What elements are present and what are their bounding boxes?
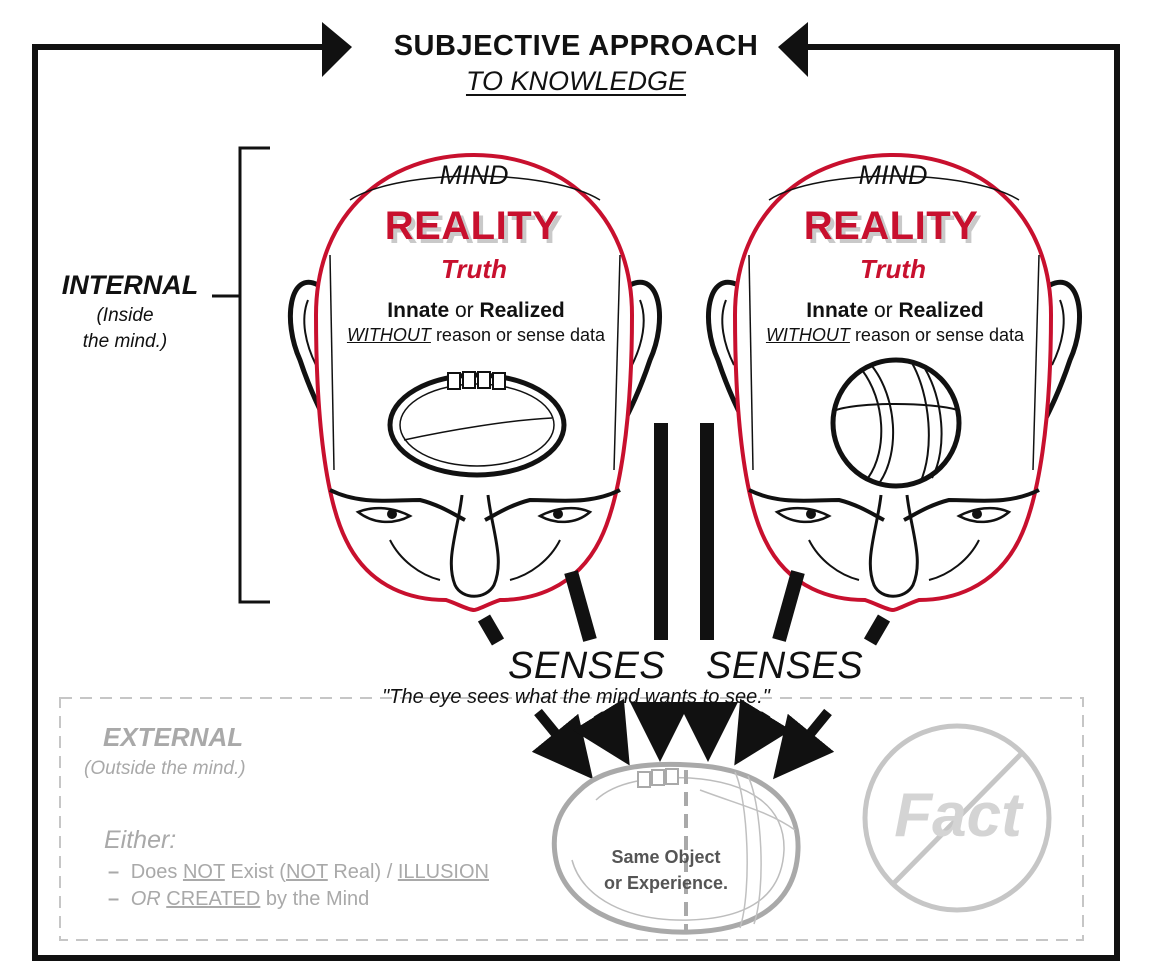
same-object-label: Same Object or Experience. [591, 844, 741, 896]
option-text: Exist ( [230, 861, 286, 883]
eye-right [537, 506, 593, 524]
eye-left [774, 506, 832, 524]
nose [449, 494, 500, 598]
basketball-icon [830, 357, 962, 489]
cheek-right [928, 539, 980, 581]
ear-right-inner [631, 299, 645, 366]
internal-sub-line1: (Inside [96, 305, 154, 326]
internal-sublabel: (Inside the mind.) [40, 303, 210, 355]
internal-bracket [238, 146, 270, 604]
mind-label-left: MIND [439, 160, 509, 190]
fact-label: Fact [894, 781, 1022, 850]
senses-quote: "The eye sees what the mind wants to see… [382, 686, 770, 708]
option-not: NOT [182, 861, 225, 883]
outer-frame [32, 44, 1120, 961]
reality-label-right: REALITY [803, 204, 979, 248]
without-line-right: WITHOUT reason or sense data [745, 325, 1045, 346]
either-label: Either: [104, 826, 177, 854]
sense-stroke-1 [477, 614, 505, 646]
truth-label-right: Truth [860, 254, 926, 284]
option-not: NOT [285, 861, 328, 883]
innate-word: Innate [387, 299, 450, 322]
ear-left-inner [721, 299, 735, 366]
external-label: EXTERNAL [103, 722, 244, 752]
side-line-left [329, 254, 335, 471]
brow-left [748, 488, 885, 522]
brow-right [903, 488, 1040, 522]
prohibition-icon [862, 723, 1052, 913]
or-word: or [454, 299, 474, 322]
innate-line-left: Innate or Realized [326, 299, 626, 323]
option-created-word: CREATED [166, 888, 261, 910]
or-word: or [873, 299, 893, 322]
scalp-line [349, 175, 601, 201]
innate-word: Innate [806, 299, 869, 322]
without-rest: reason or sense data [854, 325, 1025, 345]
nose [868, 494, 919, 598]
side-line-right [613, 254, 621, 471]
option-illusion: – Does NOT Exist (NOT Real) / ILLUSION [108, 861, 489, 884]
page-subtitle: TO KNOWLEDGE [465, 66, 687, 96]
reality-label-left: REALITY [384, 204, 560, 248]
football-icon [387, 371, 567, 478]
eye-right [956, 506, 1012, 524]
option-illusion-word: ILLUSION [397, 861, 489, 883]
truth-label-left: Truth [441, 254, 507, 284]
pupil-right [972, 509, 982, 519]
sense-arrow-5 [734, 698, 792, 766]
title-arrow-right-icon [778, 22, 808, 77]
external-box [59, 697, 1084, 941]
realized-word: Realized [898, 299, 984, 322]
mind-label-right: MIND [858, 160, 928, 190]
page-title: SUBJECTIVE APPROACH [393, 30, 759, 62]
head-right [706, 152, 1082, 613]
same-object-line1: Same Object [611, 847, 721, 867]
pupil-right [553, 509, 563, 519]
same-object-icon [551, 761, 801, 935]
brow-right [484, 488, 621, 522]
option-text: Does [130, 861, 178, 883]
internal-sub-line2: the mind.) [82, 331, 168, 352]
sense-stroke-2 [564, 570, 597, 642]
pupil-left [806, 509, 816, 519]
option-dash: – [108, 861, 120, 883]
eye-left [355, 506, 413, 524]
scalp-line [768, 175, 1020, 201]
cheek-right [509, 539, 561, 581]
senses-label-right: SENSES [706, 645, 864, 687]
senses-label-left: SENSES [508, 645, 666, 687]
ear-right-inner [1051, 299, 1065, 366]
without-line-left: WITHOUT reason or sense data [326, 325, 626, 346]
ear-left-inner [303, 299, 317, 366]
side-line-left [748, 254, 754, 471]
cheek-left [389, 539, 441, 581]
same-object-line2: or Experience. [603, 873, 729, 893]
sense-stroke-3 [772, 570, 805, 642]
option-text: by the Mind [265, 888, 370, 910]
realized-word: Realized [479, 299, 565, 322]
option-or: OR [130, 888, 161, 910]
without-word: WITHOUT [346, 325, 431, 345]
internal-label: INTERNAL [61, 270, 199, 300]
option-text: Real) / [333, 861, 393, 883]
innate-line-right: Innate or Realized [745, 299, 1045, 323]
without-rest: reason or sense data [435, 325, 606, 345]
option-created: – OR CREATED by the Mind [108, 888, 369, 911]
title-arrow-left-icon [322, 22, 352, 77]
sense-arrow-1 [531, 708, 593, 780]
sense-arrow-6 [773, 708, 835, 780]
without-word: WITHOUT [765, 325, 850, 345]
cheek-left [808, 539, 860, 581]
external-sublabel: (Outside the mind.) [84, 758, 246, 779]
sense-arrow-2 [572, 698, 630, 766]
option-dash: – [108, 888, 120, 910]
sense-stroke-4 [863, 614, 891, 646]
brow-left [329, 488, 466, 522]
side-line-right [1032, 254, 1040, 471]
pupil-left [387, 509, 397, 519]
head-left [287, 152, 662, 613]
